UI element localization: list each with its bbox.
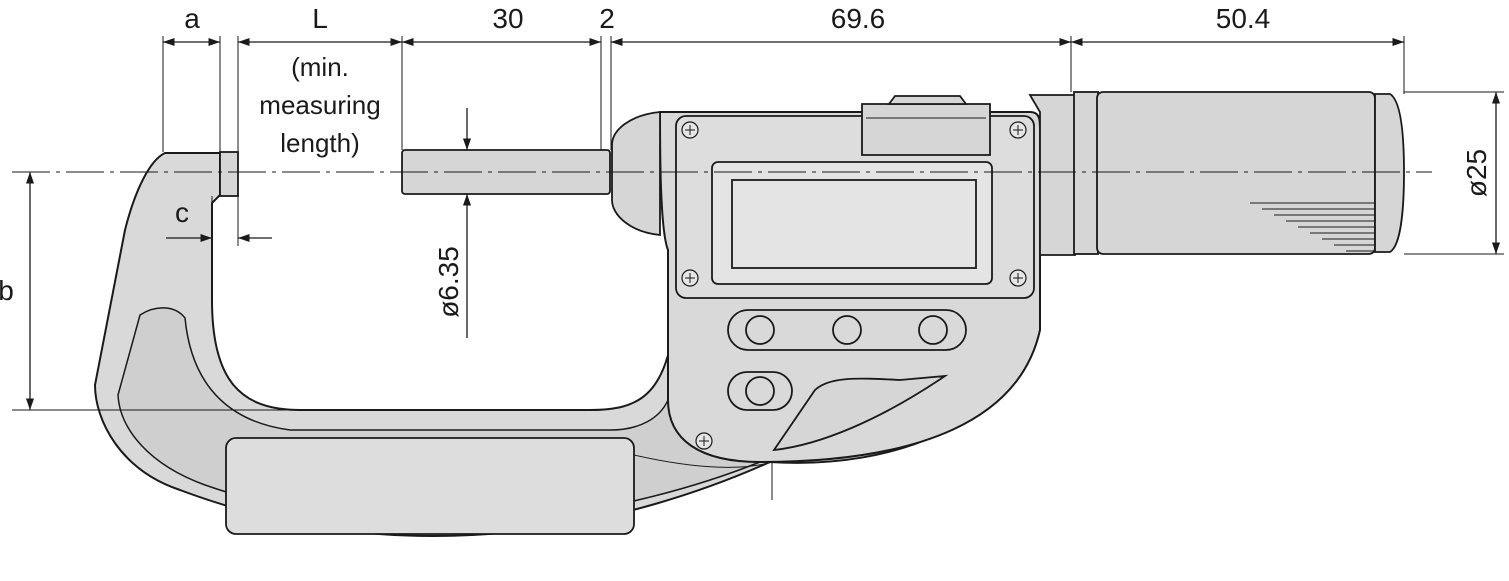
- barrel-neck: [1028, 94, 1076, 256]
- dimension-b: b: [0, 172, 35, 410]
- label-L-note-2: measuring: [259, 90, 380, 120]
- screw-mid-left: [681, 269, 699, 287]
- screw-bottom-left: [695, 432, 713, 450]
- clamp-knob: [887, 95, 968, 105]
- ratchet: [1374, 93, 1405, 253]
- button-1: [745, 315, 775, 345]
- label-spindle-dia: ø6.35: [433, 246, 464, 318]
- spindle-assembly: [401, 91, 1405, 256]
- label-thimble-dia: ø25: [1461, 149, 1492, 197]
- screw-top-right: [1009, 121, 1027, 139]
- button-2: [832, 315, 862, 345]
- dimension-thimble-dia: ø25: [1404, 91, 1504, 255]
- label-b: b: [0, 275, 14, 306]
- label-30: 30: [492, 3, 523, 34]
- label-L-note-1: (min.: [291, 52, 349, 82]
- button-4: [745, 376, 775, 406]
- top-clamp: [861, 103, 991, 156]
- button-3: [918, 315, 948, 345]
- spindle-collar: [611, 111, 661, 236]
- label-c: c: [175, 197, 189, 228]
- label-L: L: [312, 3, 328, 34]
- frame-label-plate: [225, 437, 635, 535]
- thimble: [1096, 91, 1376, 255]
- label-a: a: [184, 3, 200, 34]
- label-69-6: 69.6: [831, 3, 886, 34]
- display-lcd: [731, 179, 977, 269]
- lock-lever: [772, 374, 949, 452]
- anvil-face: [219, 151, 239, 197]
- thimble-knurl: [1250, 202, 1375, 252]
- dimension-c: c: [166, 196, 272, 246]
- label-L-note-3: length): [280, 128, 360, 158]
- head-housing: [658, 95, 1041, 464]
- screw-mid-right: [1009, 269, 1027, 287]
- dimension-spindle-dia: ø6.35: [433, 108, 472, 338]
- label-2: 2: [599, 3, 615, 34]
- screw-top-left: [681, 121, 699, 139]
- label-50-4: 50.4: [1216, 3, 1271, 34]
- top-dimensions: a L (min. measuring length) 30 2 69.6 50…: [162, 3, 1405, 158]
- anvil: [219, 151, 239, 197]
- barrel-ring: [1073, 91, 1099, 255]
